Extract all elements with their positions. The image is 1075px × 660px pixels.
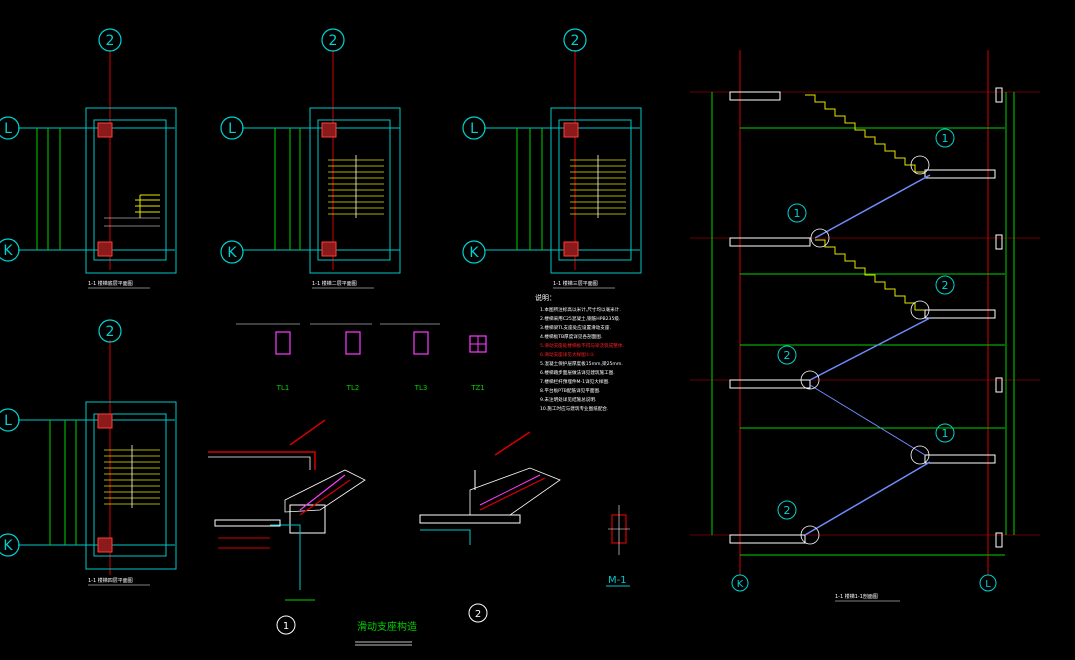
stair-plan-second-floor: 1-1 楼梯二层平面图 <box>242 50 401 289</box>
grid-label: 2 <box>106 324 115 340</box>
grid-label: L <box>4 413 12 429</box>
grid-label: 2 <box>329 33 338 49</box>
grid-bubble-L <box>462 116 486 140</box>
grid-label: L <box>228 121 236 137</box>
grid-label: K <box>737 579 744 590</box>
stair-plan-fourth-floor: 1-1 楼梯四层平面图 <box>18 340 177 586</box>
note-line: 10.施工时应与建筑专业图纸配合. <box>540 405 609 412</box>
grid-label: 2 <box>571 33 580 49</box>
grid-label: K <box>3 538 13 554</box>
section-detail-ref: 1 <box>942 132 949 145</box>
sliding-support-detail-1: 1 <box>208 419 366 635</box>
grid-label: K <box>3 243 13 259</box>
plan1-title: 1-1 楼梯底层平面图 <box>88 280 133 287</box>
grid-bubble-2 <box>321 28 345 52</box>
note-line: 6.楼梯踏步面层做法详见建筑施工图. <box>540 369 615 376</box>
notes-heading: 说明： <box>535 293 556 302</box>
plan4-title: 1-1 楼梯四层平面图 <box>88 577 133 584</box>
note-line: 9.未注明处详见结施总说明. <box>540 396 596 403</box>
grid-bubble-labels: 2 2 2 2 L K L K L K L K <box>3 33 579 554</box>
grid-label: 2 <box>106 33 115 49</box>
note-line: 8.平台板PTB配筋详见平面图. <box>540 387 601 394</box>
plan2-title: 1-1 楼梯二层平面图 <box>312 280 357 287</box>
grid-bubble-K <box>220 240 244 264</box>
section-detail-ref: 1 <box>942 427 949 440</box>
note-line: 4.楼梯板TB厚度详见各剖面图. <box>540 333 602 340</box>
section-detail-ref: 2 <box>784 349 791 362</box>
grid-bubble-K <box>462 240 486 264</box>
grid-bubble-L <box>220 116 244 140</box>
grid-bubble-L <box>0 408 20 432</box>
note-line: 2.楼梯采用C25混凝土,钢筋HPB235级. <box>540 315 620 322</box>
beam-sections: TL1 TL2 TL3 TZ1 <box>236 323 487 392</box>
design-notes: 说明： 1.本图所注标高以米计,尺寸均以毫米计. 2.楼梯采用C25混凝土,钢筋… <box>535 293 624 412</box>
section-detail-ref: 1 <box>794 207 801 220</box>
detail-2-number: 2 <box>475 609 481 620</box>
grid-bubble-K <box>0 533 20 557</box>
section-title: 1-1 楼梯1-1剖面图 <box>835 593 878 600</box>
note-line: 3.楼梯梁TL支座处应设置滑动支座. <box>540 324 611 331</box>
beam-label-tl1: TL1 <box>276 384 290 392</box>
plan3-title: 1-1 楼梯三层平面图 <box>553 280 598 287</box>
sliding-support-detail-2: 2 <box>419 431 561 623</box>
sliding-support-title: 滑动支座构造 <box>357 620 417 633</box>
grid-label: K <box>227 245 237 261</box>
grid-bubble-2 <box>98 319 122 343</box>
beam-label-tl2: TL2 <box>346 384 360 392</box>
stair-section-1-1: 1 1 2 2 1 2 K L 1-1 楼梯1-1剖面图 <box>690 50 1040 602</box>
note-line: 5.混凝土保护层厚度板15mm,梁25mm. <box>540 360 623 367</box>
grid-label: L <box>985 579 991 590</box>
stair-plan-third-floor: 1-1 楼梯三层平面图 <box>484 50 642 289</box>
note-line: 1.本图所注标高以米计,尺寸均以毫米计. <box>540 306 621 313</box>
stair-plan-ground-floor: 1-1 楼梯底层平面图 <box>18 50 177 289</box>
grid-axis-bubbles <box>0 28 587 557</box>
detail-1-number: 1 <box>283 621 289 632</box>
beam-label-tl3: TL3 <box>414 384 428 392</box>
grid-bubble-2 <box>98 28 122 52</box>
note-line: 7.楼梯栏杆预埋件M-1详见大样图. <box>540 378 610 385</box>
grid-label: L <box>4 121 12 137</box>
note-highlight: 5.滑动支座处楼梯板不得与梁浇筑成整体. <box>540 342 624 349</box>
section-detail-ref: 2 <box>942 279 949 292</box>
grid-bubble-2 <box>563 28 587 52</box>
m1-label: M-1 <box>608 575 627 586</box>
section-detail-ref: 2 <box>784 504 791 517</box>
grid-bubble-L <box>0 116 20 140</box>
grid-label: K <box>469 245 479 261</box>
beam-label-tz1: TZ1 <box>470 384 485 392</box>
grid-bubble-K <box>0 238 20 262</box>
note-highlight: 6.滑动支座详见大样图①②. <box>540 351 595 358</box>
grid-label: L <box>470 121 478 137</box>
embedded-plate-m1: M-1 <box>606 505 630 587</box>
